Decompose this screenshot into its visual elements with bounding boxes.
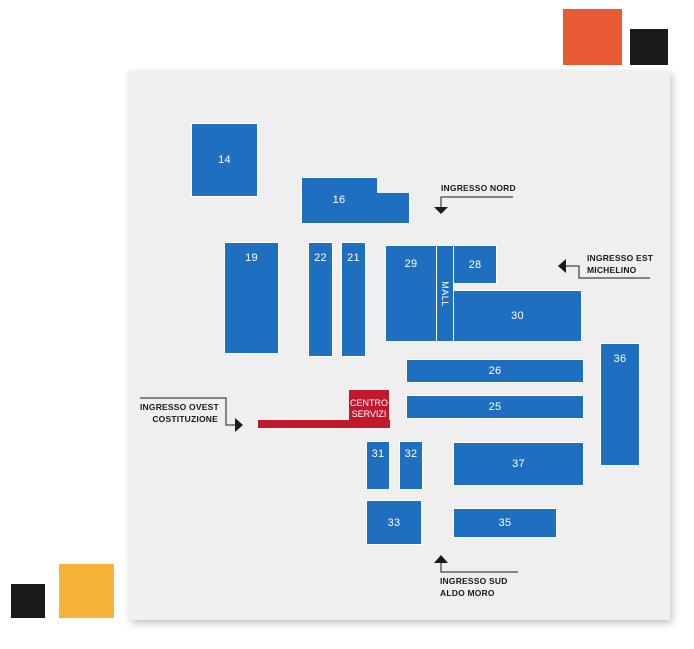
pavilion-19[interactable]: 19 xyxy=(224,242,279,354)
pavilion-29-label: 29 xyxy=(404,258,418,270)
decor-orange-square xyxy=(563,9,622,65)
access-path-ovest xyxy=(258,420,390,428)
pavilion-33[interactable]: 33 xyxy=(366,500,422,545)
decor-black-square-bottom xyxy=(11,584,45,618)
pavilion-32[interactable]: 32 xyxy=(399,441,423,490)
pavilion-25-label: 25 xyxy=(488,401,502,413)
sud-leader-line xyxy=(440,563,518,573)
entrance-ovest-line1: INGRESSO OVEST xyxy=(140,402,219,412)
pavilion-36-label: 36 xyxy=(613,353,627,365)
pavilion-26-label: 26 xyxy=(488,365,502,377)
pavilion-36[interactable]: 36 xyxy=(600,343,640,466)
pavilion-32-label: 32 xyxy=(404,448,418,460)
pavilion-28[interactable]: 28 xyxy=(453,245,497,284)
pavilion-37[interactable]: 37 xyxy=(453,442,584,486)
entrance-est-line2: MICHELINO xyxy=(587,265,637,275)
nord-leader-line xyxy=(440,196,513,207)
pavilion-37-label: 37 xyxy=(512,458,525,470)
ovest-arrow-icon xyxy=(235,418,243,432)
pavilion-31[interactable]: 31 xyxy=(366,441,390,490)
entrance-sud-line2: ALDO MORO xyxy=(440,588,495,598)
pavilion-33-label: 33 xyxy=(387,516,401,529)
pavilion-22-label: 22 xyxy=(314,252,327,264)
pavilion-21[interactable]: 21 xyxy=(341,242,366,357)
pavilion-29[interactable]: 29 xyxy=(385,245,437,342)
pavilion-30-label: 30 xyxy=(511,310,524,322)
pavilion-25[interactable]: 25 xyxy=(406,395,584,419)
pavilion-30[interactable]: 30 xyxy=(453,290,582,342)
pavilion-16-label-box: 16 xyxy=(302,178,376,222)
entrance-nord-text: INGRESSO NORD xyxy=(441,183,516,193)
ovest-leader-line xyxy=(140,397,235,426)
service-center-line1: CENTRO xyxy=(350,398,388,408)
decor-black-square-top xyxy=(630,29,668,65)
pavilion-22[interactable]: 22 xyxy=(308,242,333,357)
entrance-sud-line1: INGRESSO SUD xyxy=(440,576,508,586)
pavilion-21-label: 21 xyxy=(347,252,360,264)
sud-arrow-icon xyxy=(434,555,448,563)
entrance-est-label: INGRESSO EST MICHELINO xyxy=(587,252,653,276)
nord-arrow-icon xyxy=(434,207,448,214)
entrance-nord-label: INGRESSO NORD xyxy=(441,182,516,194)
entrance-est-line1: INGRESSO EST xyxy=(587,253,654,263)
pavilion-35-label: 35 xyxy=(498,517,512,529)
pavilion-26[interactable]: 26 xyxy=(406,359,584,383)
est-arrow-icon xyxy=(558,259,566,273)
entrance-ovest-line2: COSTITUZIONE xyxy=(152,414,218,424)
pavilion-35[interactable]: 35 xyxy=(453,508,557,538)
pavilion-28-label: 28 xyxy=(468,258,482,271)
service-center[interactable]: CENTRO SERVIZI xyxy=(349,390,389,428)
pavilion-14-label: 14 xyxy=(218,154,231,166)
entrance-sud-label: INGRESSO SUD ALDO MORO xyxy=(440,575,508,599)
decor-yellow-square xyxy=(59,564,114,618)
pavilion-31-label: 31 xyxy=(371,448,385,460)
est-leader-line xyxy=(566,265,650,279)
entrance-ovest-label: INGRESSO OVEST COSTITUZIONE xyxy=(140,401,219,425)
pavilion-14[interactable]: 14 xyxy=(191,123,258,197)
pavilion-16-label: 16 xyxy=(332,194,346,206)
service-center-line2: SERVIZI xyxy=(351,409,387,419)
pavilion-19-label: 19 xyxy=(245,252,258,264)
